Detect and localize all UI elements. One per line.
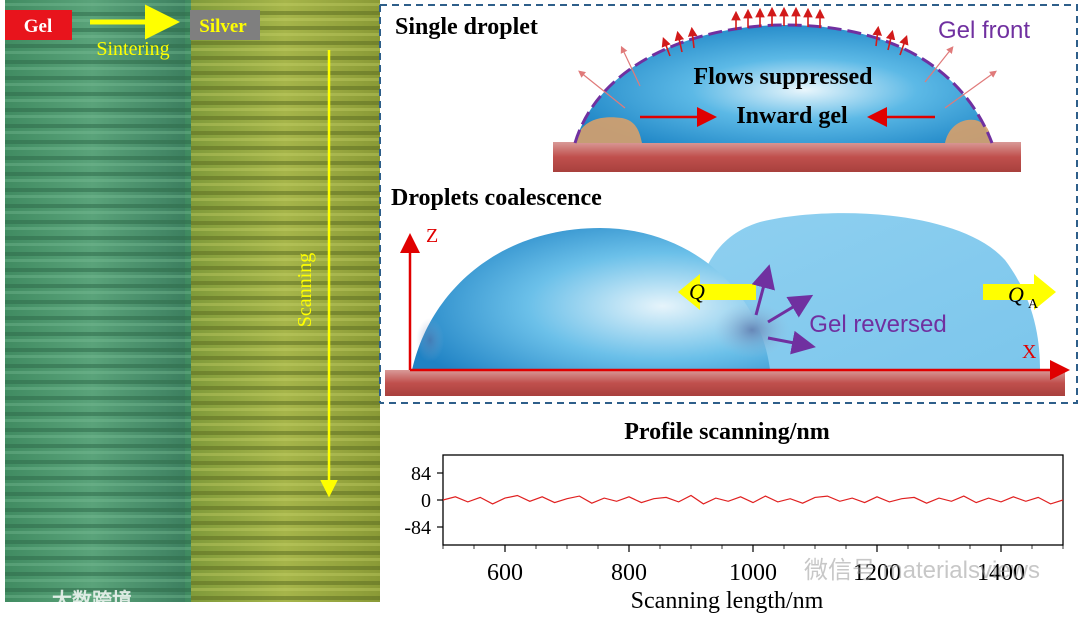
- chart-x-axis-label: Scanning length/nm: [631, 588, 824, 614]
- substrate-top: [553, 142, 1021, 172]
- z-axis-label: Z: [426, 225, 438, 247]
- x-axis-label: X: [1022, 341, 1037, 363]
- qa-label: Q: [1008, 282, 1024, 307]
- gel-edge-right: [945, 119, 992, 143]
- coalescence-diagram: Droplets coalescence Z X Q Q A Gel rever…: [385, 185, 1070, 396]
- inward-gel-label: Inward gel: [736, 103, 848, 129]
- single-droplet-title: Single droplet: [395, 14, 538, 40]
- gel-reversed-label: Gel reversed: [809, 311, 946, 338]
- gel-front-label: Gel front: [938, 17, 1030, 44]
- q-label: Q: [689, 279, 705, 304]
- vertical-flux-arrows: [661, 6, 909, 57]
- chart-x-tick-labels: 600 800 1000 1200 1400: [487, 560, 1025, 586]
- reversal-arrows: [751, 264, 816, 355]
- x-tick-label: 1200: [853, 560, 901, 586]
- x-tick-label: 800: [611, 560, 647, 586]
- watermark-left: 大数跨境: [52, 588, 132, 612]
- gel-edge-left: [575, 117, 642, 143]
- y-tick-label: -84: [404, 517, 431, 539]
- profile-chart: Profile scanning/nm 84 0 -84 600 800 1000 120…: [404, 419, 1064, 614]
- y-tick-label: 0: [421, 490, 431, 512]
- silver-tag-label: Silver: [199, 16, 247, 37]
- gel-edge-cluster: [416, 318, 444, 362]
- chart-frame: [442, 454, 1064, 546]
- gel-cluster: [714, 302, 790, 358]
- gel-tag: [5, 10, 72, 40]
- gel-tag-label: Gel: [24, 16, 53, 37]
- dashed-border: [380, 4, 1078, 404]
- chart-y-tick-labels: 84 0 -84: [404, 463, 431, 539]
- micrograph-panel: Gel Silver Sintering Scanning: [5, 0, 380, 602]
- qa-subscript: A: [1028, 297, 1039, 312]
- silver-region: [191, 0, 380, 602]
- y-tick-label: 84: [411, 463, 431, 485]
- single-droplet-diagram: Single droplet Gel front: [395, 6, 1030, 172]
- chart-title: Profile scanning/nm: [624, 419, 830, 445]
- x-tick-label: 1000: [729, 560, 777, 586]
- flow-arrow-q: [678, 274, 756, 310]
- substrate-bottom: [385, 370, 1065, 396]
- silver-tag: [190, 10, 260, 40]
- mechanism-panel: [379, 4, 1078, 404]
- x-tick-label: 1400: [977, 560, 1025, 586]
- gel-front-line: [573, 23, 994, 144]
- x-tick-label: 600: [487, 560, 523, 586]
- coalescence-title: Droplets coalescence: [391, 185, 602, 211]
- droplet-left: [412, 228, 770, 370]
- evaporation-arrows: [578, 45, 997, 109]
- chart-ticks: [437, 472, 1064, 552]
- sintering-label: Sintering: [96, 38, 169, 60]
- flows-suppressed-label: Flows suppressed: [694, 64, 874, 90]
- scanning-label: Scanning: [294, 253, 316, 327]
- profile-series-line: [442, 494, 1064, 505]
- flow-arrow-qa: [983, 274, 1056, 310]
- single-droplet: [575, 25, 992, 143]
- watermark-right: 微信号 materialsviews: [804, 557, 1040, 584]
- gel-region: [5, 0, 192, 602]
